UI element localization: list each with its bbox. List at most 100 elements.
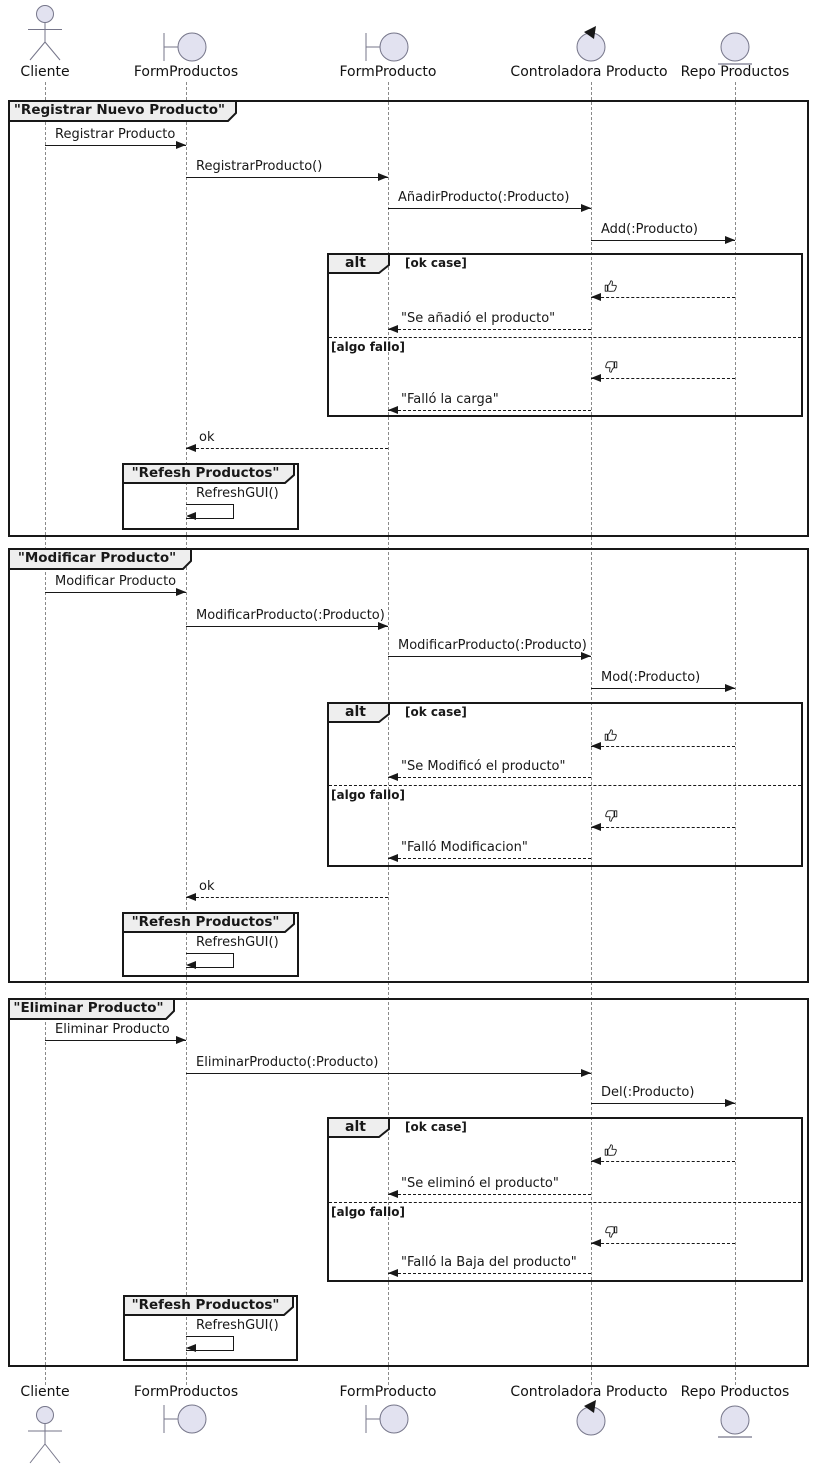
- message-label: AñadirProducto(:Producto): [398, 190, 570, 205]
- message-label: ModificarProducto(:Producto): [196, 608, 385, 623]
- arrow-line: [45, 588, 186, 596]
- message-label: EliminarProducto(:Producto): [196, 1055, 379, 1070]
- arrowhead: [581, 652, 591, 660]
- message-label: "Se añadió el producto": [401, 311, 556, 326]
- participant-name: FormProductos: [133, 1384, 239, 1400]
- control-icon: [576, 1400, 606, 1436]
- arrow-line: [388, 204, 591, 212]
- frame-eliminar-tab: "Eliminar Producto": [8, 998, 175, 1020]
- arrow-line: [186, 444, 388, 452]
- alt-tab: alt: [327, 253, 390, 274]
- boundary-icon: [365, 32, 409, 62]
- arrow-line: [186, 893, 388, 901]
- msg-ok-return-2: ok: [186, 879, 388, 901]
- msg-modificar-producto: Modificar Producto: [45, 574, 186, 596]
- arrowhead: [186, 444, 196, 452]
- boundary-icon: [163, 32, 207, 62]
- frame-title: "Registrar Nuevo Producto": [13, 102, 226, 118]
- message-label: Del(:Producto): [601, 1085, 695, 1100]
- message-label: RefreshGUI(): [196, 935, 279, 950]
- group-refresh-tab: "Refesh Productos": [122, 463, 295, 484]
- frame-modificar: [8, 548, 809, 983]
- message-label: Registrar Producto: [55, 127, 176, 142]
- msg-thumbsdown-2: [591, 809, 735, 831]
- control-icon: [576, 26, 606, 62]
- message-label: Add(:Producto): [601, 222, 699, 237]
- message-label: Modificar Producto: [55, 574, 177, 589]
- actor-icon: [28, 5, 62, 61]
- arrow-line: [186, 173, 388, 181]
- arrowhead: [591, 374, 601, 382]
- frame-title: "Modificar Producto": [17, 550, 177, 566]
- arrowhead: [388, 406, 398, 414]
- self-msg-refreshgui-2: RefreshGUI(): [186, 935, 279, 969]
- message-label: RegistrarProducto(): [196, 159, 323, 174]
- message-label: "Falló la carga": [401, 392, 499, 407]
- lifeline-formproductos: [186, 82, 187, 1385]
- message-label: RefreshGUI(): [196, 1318, 279, 1333]
- message-label: RefreshGUI(): [196, 486, 279, 501]
- participant-name: Cliente: [20, 1384, 70, 1400]
- msg-add-producto: Add(:Producto): [591, 222, 735, 244]
- arrowhead: [176, 141, 186, 149]
- lifeline-cliente: [45, 82, 46, 1385]
- guard-ok: [ok case]: [405, 256, 467, 270]
- guard-fail: [algo fallo]: [331, 788, 405, 802]
- alt-label: alt: [345, 704, 366, 720]
- arrowhead: [388, 325, 398, 333]
- alt-fragment-2: [327, 702, 803, 867]
- self-msg-refreshgui-1: RefreshGUI(): [186, 486, 279, 520]
- msg-registrar-producto: Registrar Producto: [45, 127, 186, 149]
- arrowhead: [388, 854, 398, 862]
- msg-registrarproducto-call: RegistrarProducto(): [186, 159, 388, 181]
- msg-thumbsup-2: [591, 728, 735, 750]
- arrowhead: [186, 893, 196, 901]
- arrowhead: [725, 684, 735, 692]
- participant-name: Cliente: [20, 64, 70, 80]
- msg-eliminar-producto: Eliminar Producto: [45, 1022, 186, 1044]
- participant-name: FormProducto: [339, 1384, 437, 1400]
- participant-name: Repo Productos: [680, 1384, 790, 1400]
- msg-del-producto: Del(:Producto): [591, 1085, 735, 1107]
- arrow-line: [388, 406, 591, 414]
- arrowhead: [725, 1099, 735, 1107]
- arrowhead: [388, 1269, 398, 1277]
- alt-divider: [329, 1202, 801, 1203]
- arrow-line: [45, 141, 186, 149]
- boundary-icon: [163, 1404, 207, 1434]
- arrowhead: [378, 622, 388, 630]
- arrow-line: [591, 1239, 735, 1247]
- msg-thumbsup-3: [591, 1143, 735, 1165]
- arrowhead: [378, 173, 388, 181]
- alt-fragment-3: [327, 1117, 803, 1282]
- lifeline-repo: [735, 82, 736, 1385]
- msg-eliminarproducto-call: EliminarProducto(:Producto): [186, 1055, 591, 1077]
- lifeline-controladora: [591, 82, 592, 1385]
- group-title: "Refesh Productos": [131, 465, 280, 481]
- thumbs-up-icon: [604, 729, 617, 741]
- arrowhead: [581, 204, 591, 212]
- message-label: ok: [199, 879, 215, 894]
- arrowhead: [581, 1069, 591, 1077]
- arrow-line: [388, 1190, 591, 1198]
- arrow-line: [388, 1269, 591, 1277]
- group-refresh-tab: "Refesh Productos": [122, 912, 295, 933]
- msg-thumbsdown-1: [591, 360, 735, 382]
- msg-modificarproducto-2: ModificarProducto(:Producto): [388, 638, 591, 660]
- arrow-line: [388, 773, 591, 781]
- frame-eliminar: [8, 998, 809, 1367]
- msg-fail-reply-2: "Falló Modificacion": [388, 840, 591, 862]
- arrow-line: [186, 622, 388, 630]
- msg-fail-reply-1: "Falló la carga": [388, 392, 591, 414]
- msg-mod-producto: Mod(:Producto): [591, 670, 735, 692]
- thumbs-up-icon: [604, 1144, 617, 1156]
- arrowhead: [591, 742, 601, 750]
- entity-icon: [718, 1405, 752, 1438]
- arrowhead: [388, 773, 398, 781]
- guard-ok: [ok case]: [405, 705, 467, 719]
- arrowhead: [176, 588, 186, 596]
- message-label: ModificarProducto(:Producto): [398, 638, 587, 653]
- arrow-line: [388, 854, 591, 862]
- guard-ok: [ok case]: [405, 1120, 467, 1134]
